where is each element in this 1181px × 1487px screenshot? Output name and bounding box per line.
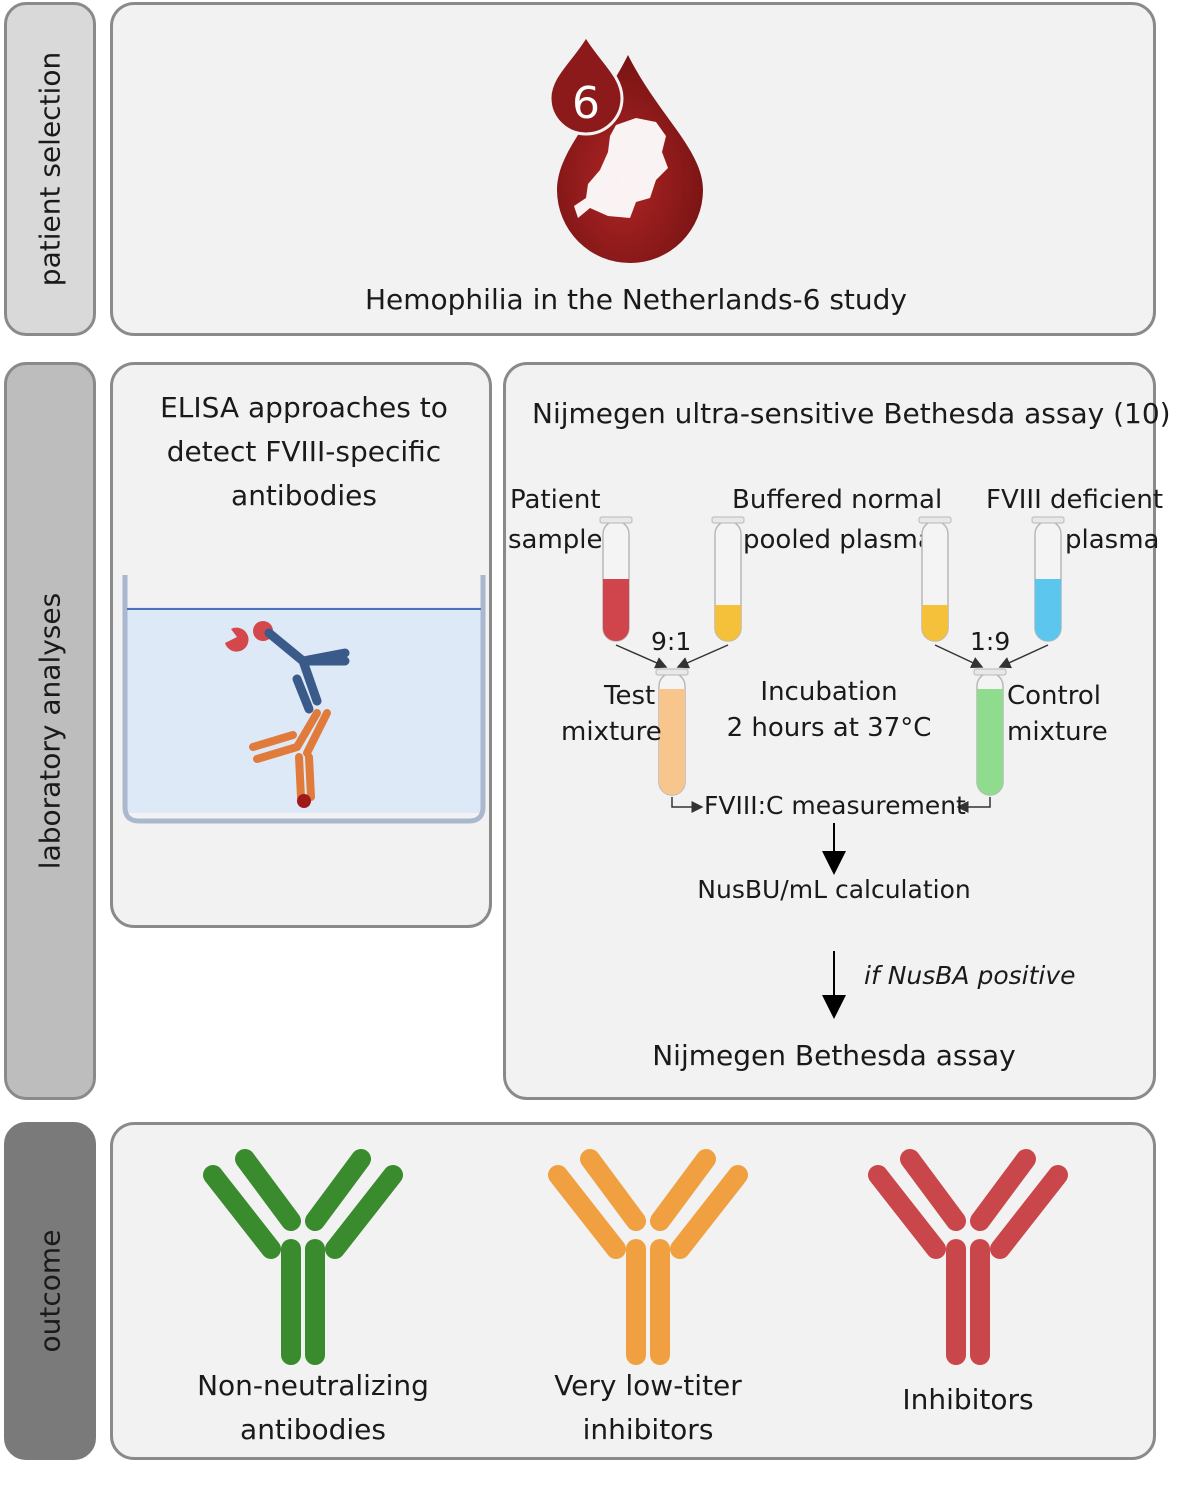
fviii-deficient-plasma-tube [1031,516,1065,642]
buffered-plasma-label-1: Buffered normal [732,485,943,515]
sidebar-patient-selection: patient selection [4,2,96,336]
calculation-label: NusBU/mL calculation [697,875,971,904]
ratio-control: 1:9 [970,627,1011,656]
patient-sample-tube [599,516,633,642]
buffered-plasma-tube-1 [711,516,745,642]
patient-sample-label-1: Patient [510,485,601,515]
outcome-label-non-neutralizing-1: Non-neutralizing [197,1369,429,1402]
elisa-title-line3: antibodies [231,479,377,512]
buffered-plasma-tube-2 [918,516,952,642]
elisa-title-line1: ELISA approaches to [160,391,448,424]
study-name: Hemophilia in the Netherlands-6 study [364,283,908,316]
blue-antibody-icon [264,628,350,706]
outcome-panel: Non-neutralizing antibodies Very low-tit… [110,1122,1156,1460]
well-outline [122,575,486,824]
sidebar-outcome: outcome [4,1122,96,1460]
elisa-well-illustration [122,575,486,824]
outcome-label-low-titer-1: Very low-titer [554,1369,742,1402]
antibody-green-icon [203,1149,403,1365]
patient-selection-panel: 6 Hemophilia in the Netherlands-6 study [110,2,1156,336]
small-blood-drop-icon [548,33,624,136]
antibody-red-icon [868,1149,1068,1365]
test-mixture-label-1: Test [604,681,656,711]
test-mixture-label-2: mixture [561,717,662,747]
outcome-label-non-neutralizing-2: antibodies [240,1413,386,1446]
outcome-label-inhibitors: Inhibitors [902,1383,1034,1416]
fviii-antigen-icon [225,627,249,652]
control-mixture-label-1: Control [1007,681,1101,711]
elisa-panel: ELISA approaches to detect FVIII-specifi… [110,362,492,928]
orange-antibody-icon [293,709,331,757]
sidebar-label-patient-selection: patient selection [33,51,67,287]
nusba-flow-diagram [599,516,1065,1019]
enzyme-label-icon [297,794,311,808]
nusba-panel: Nijmegen ultra-sensitive Bethesda assay … [503,362,1171,1100]
final-assay-label: Nijmegen Bethesda assay [652,1039,1016,1072]
fviii-measurement-label: FVIII:C measurement [704,791,966,820]
antibody-orange-icon [548,1149,748,1365]
logo-number: 6 [572,78,600,129]
sidebar-laboratory-analyses: laboratory analyses [4,362,96,1100]
ratio-test: 9:1 [651,627,692,656]
nusba-title: Nijmegen ultra-sensitive Bethesda assay … [532,397,1171,430]
buffered-plasma-label-2: pooled plasma [743,525,934,555]
outcome-label-low-titer-2: inhibitors [582,1413,714,1446]
condition-label: if NusBA positive [864,961,1076,990]
control-mixture-label-2: mixture [1007,717,1108,747]
patient-sample-label-2: sample [508,525,603,555]
deficient-plasma-label-2: plasma [1065,525,1160,555]
netherlands-map-icon [574,118,668,218]
sidebar-label-outcome: outcome [33,1229,67,1353]
incubation-label-1: Incubation [760,677,898,707]
control-mixture-tube [973,668,1007,796]
hemophilia-study-logo: 6 [548,33,703,263]
deficient-plasma-label-1: FVIII deficient [986,485,1164,515]
incubation-label-2: 2 hours at 37°C [726,713,932,743]
sidebar-label-laboratory-analyses: laboratory analyses [33,592,67,870]
test-mixture-tube [655,668,689,796]
elisa-title-line2: detect FVIII-specific [166,435,442,468]
